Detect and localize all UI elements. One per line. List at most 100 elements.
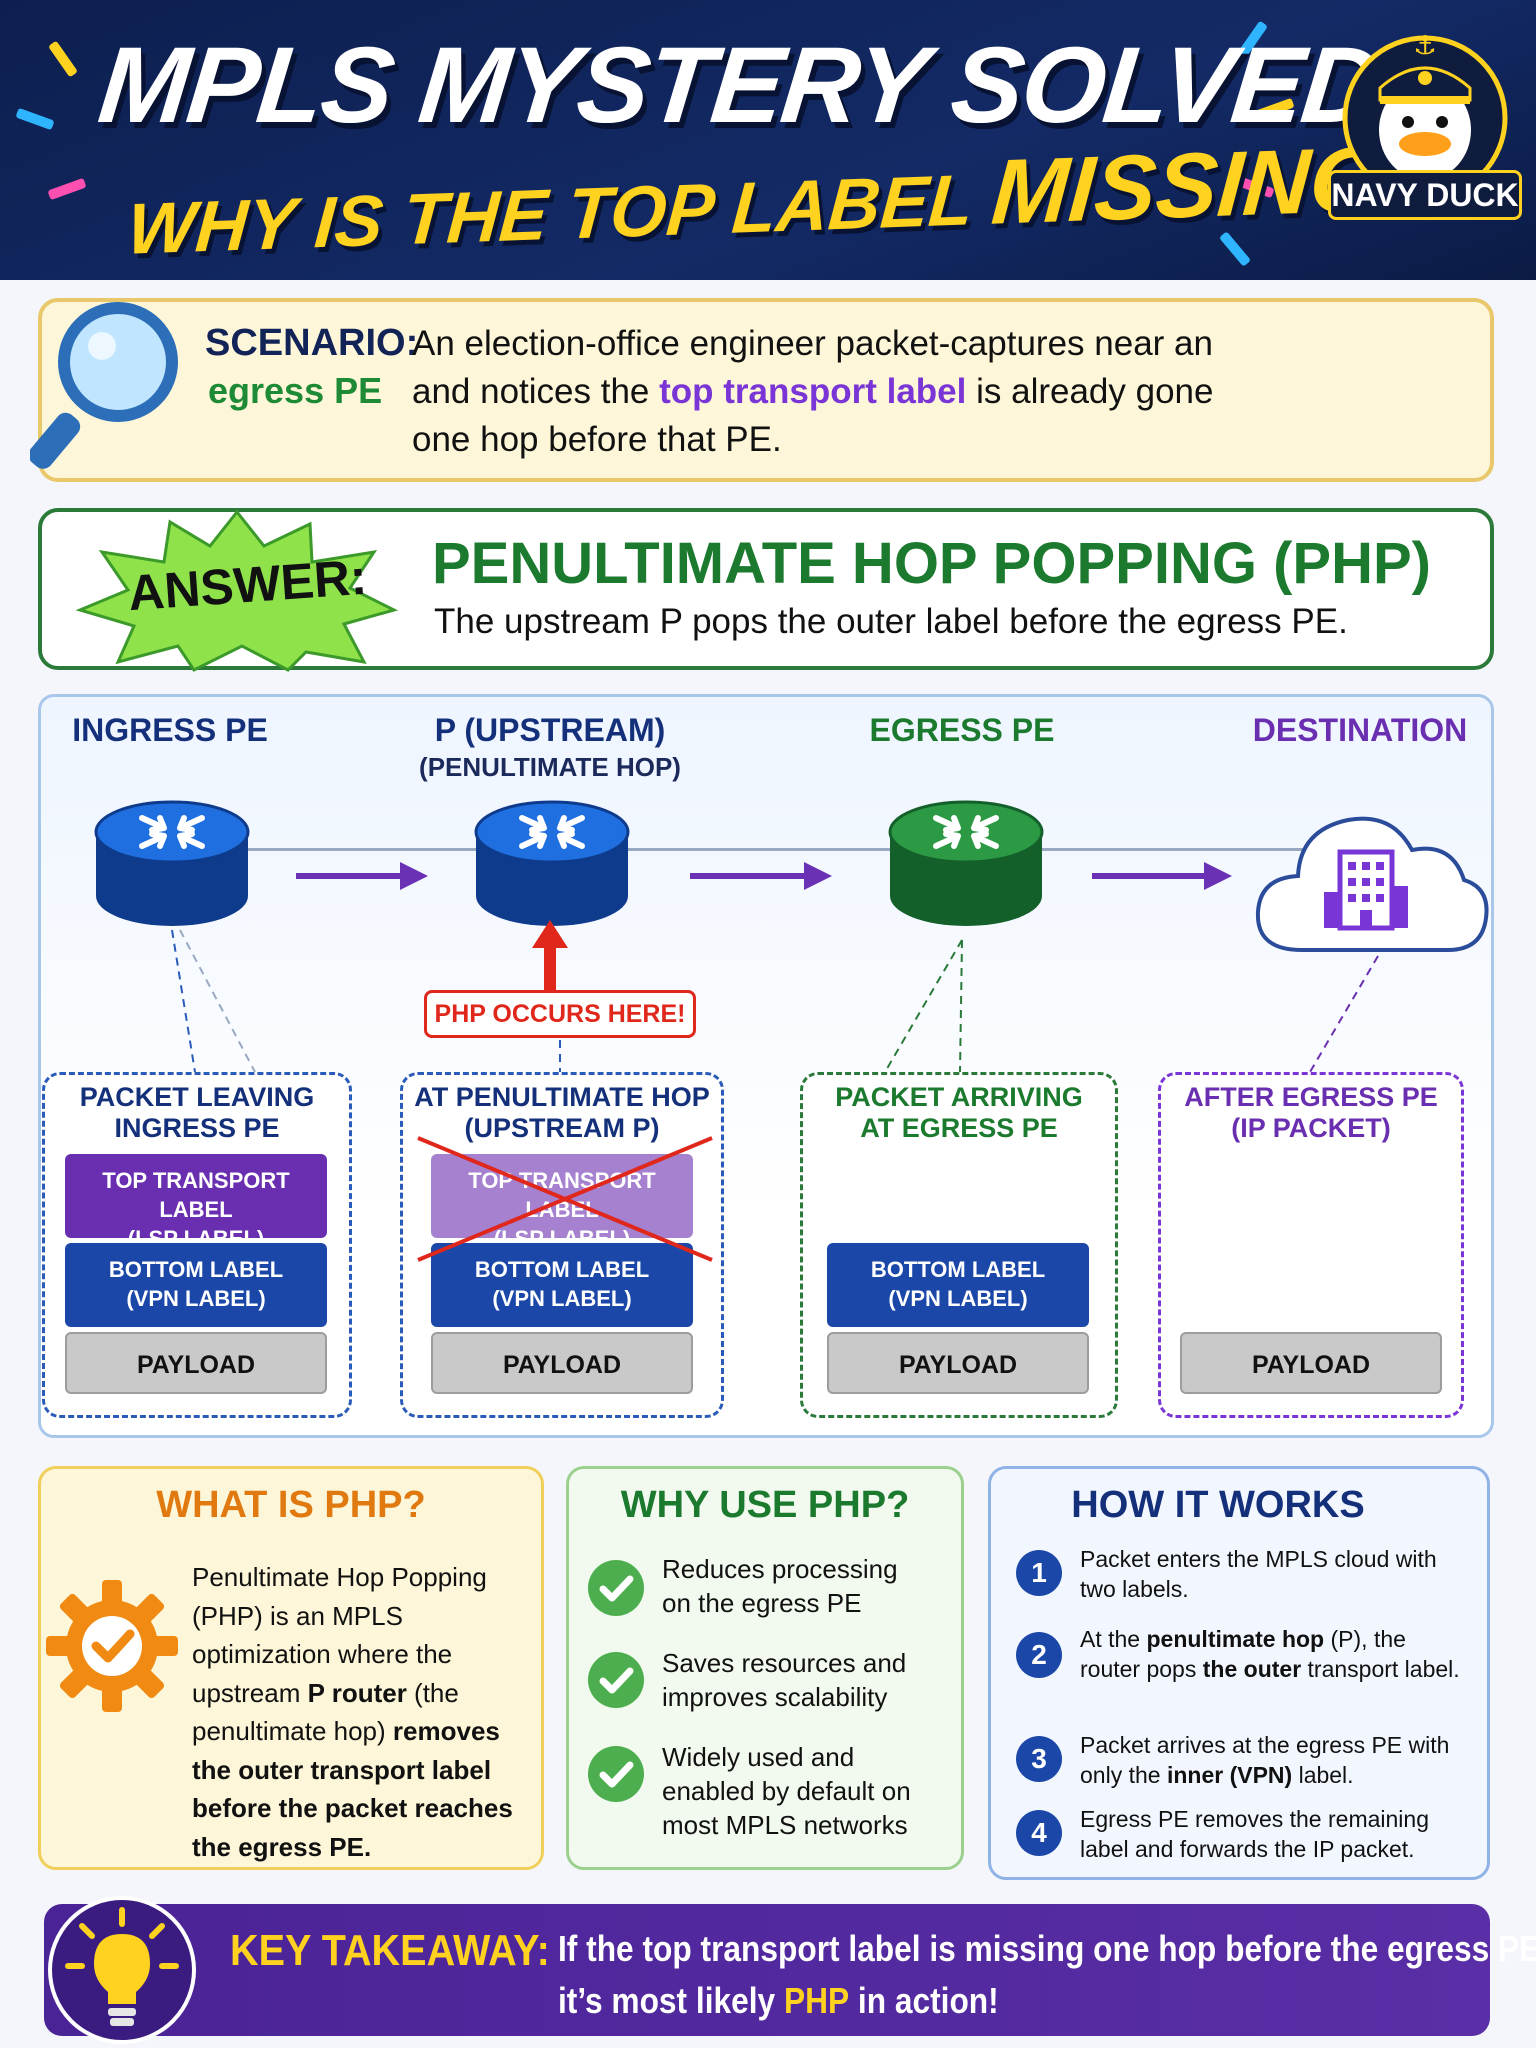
lightbulb-icon bbox=[65, 1907, 179, 2026]
step-text: At the bbox=[1080, 1626, 1147, 1652]
top-transport-label: TOP TRANSPORT LABEL(LSP LABEL) bbox=[65, 1154, 327, 1251]
bottom-vpn-label: BOTTOM LABEL(VPN LABEL) bbox=[827, 1243, 1089, 1327]
what-text-bold: removes the outer transport label before… bbox=[192, 1716, 513, 1862]
step-number: 4 bbox=[1016, 1810, 1062, 1856]
why-item: Reduces processing on the egress PE bbox=[662, 1554, 898, 1618]
takeaway-line-1: If the top transport label is missing on… bbox=[558, 1928, 1536, 1969]
payload-block: PAYLOAD bbox=[65, 1332, 327, 1394]
step-text-bold: the outer bbox=[1202, 1656, 1302, 1682]
packet-title-line: AT EGRESS PE bbox=[860, 1113, 1058, 1143]
how-step-2: At the penultimate hop (P), the router p… bbox=[1080, 1624, 1460, 1684]
label-text: BOTTOM LABEL bbox=[870, 1257, 1046, 1282]
scenario-line-3: one hop before that PE. bbox=[412, 420, 782, 459]
gear-check-icon bbox=[46, 1580, 178, 1712]
key-takeaway-banner bbox=[44, 1904, 1490, 2036]
what-text-part: Penultimate Hop Popping (PHP) is an MPLS… bbox=[192, 1562, 487, 1708]
logo-text: NAVY DUCK bbox=[1328, 170, 1522, 220]
node-title-p: P (UPSTREAM) bbox=[434, 712, 666, 748]
how-step-3: Packet arrives at the egress PE with onl… bbox=[1080, 1730, 1460, 1790]
how-step-4: Egress PE removes the remaining label an… bbox=[1080, 1806, 1429, 1862]
step-text-bold: inner (VPN) bbox=[1166, 1762, 1293, 1788]
takeaway-php: PHP bbox=[783, 1980, 850, 2021]
label-text: BOTTOM LABEL bbox=[108, 1257, 284, 1282]
takeaway-line-2: it’s most likely PHP in action! bbox=[558, 1980, 999, 2022]
payload-block: PAYLOAD bbox=[1180, 1332, 1442, 1394]
node-subtitle-p: (PENULTIMATE HOP) bbox=[419, 752, 681, 782]
takeaway-label: KEY TAKEAWAY: bbox=[230, 1926, 550, 1975]
what-is-php-text: Penultimate Hop Popping (PHP) is an MPLS… bbox=[192, 1558, 532, 1866]
scenario-text: and notices the bbox=[412, 372, 660, 411]
step-text-bold: penultimate hop bbox=[1146, 1626, 1325, 1652]
what-text-bold: P router bbox=[307, 1677, 407, 1708]
svg-text:⚓: ⚓ bbox=[1413, 30, 1436, 60]
label-text: (VPN LABEL) bbox=[492, 1286, 632, 1311]
node-title-egress: EGRESS PE bbox=[869, 712, 1055, 748]
why-use-php-title: WHY USE PHP? bbox=[620, 1484, 910, 1526]
flow-arrow bbox=[296, 873, 404, 879]
cross-out-icon bbox=[417, 1136, 713, 1262]
step-number: 1 bbox=[1016, 1550, 1062, 1596]
duck-captain-icon: ⚓ bbox=[1342, 30, 1508, 201]
why-item: Saves resources and improves scalability bbox=[662, 1648, 907, 1712]
header-banner bbox=[0, 0, 1536, 280]
packet-title-line: (UPSTREAM P) bbox=[464, 1113, 660, 1143]
node-title-destination: DESTINATION bbox=[1252, 712, 1468, 748]
how-step-1: Packet enters the MPLS cloud with two la… bbox=[1080, 1546, 1437, 1602]
router-icon-egress bbox=[888, 800, 1044, 926]
packet-title-line: INGRESS PE bbox=[114, 1113, 280, 1143]
packet-title-line: AFTER EGRESS PE bbox=[1184, 1082, 1438, 1112]
answer-description: The upstream P pops the outer label befo… bbox=[434, 602, 1348, 641]
packet-title-after-egress: AFTER EGRESS PE(IP PACKET) bbox=[1158, 1082, 1464, 1144]
step-text: label. bbox=[1292, 1762, 1354, 1788]
packet-title-line: AT PENULTIMATE HOP bbox=[414, 1082, 710, 1112]
what-is-php-title: WHAT IS PHP? bbox=[156, 1484, 426, 1526]
why-item: Widely used and enabled by default on mo… bbox=[662, 1742, 911, 1840]
step-number: 3 bbox=[1016, 1736, 1062, 1782]
link-line bbox=[170, 848, 1330, 851]
label-text: BOTTOM LABEL bbox=[474, 1257, 650, 1282]
starburst-icon bbox=[75, 509, 399, 672]
takeaway-text: in action! bbox=[849, 1980, 999, 2021]
payload-block: PAYLOAD bbox=[827, 1332, 1089, 1394]
php-occurs-callout: PHP OCCURS HERE! bbox=[424, 990, 696, 1038]
router-icon-p bbox=[474, 800, 630, 926]
scenario-label: SCENARIO: bbox=[205, 322, 419, 364]
node-title-ingress: INGRESS PE bbox=[72, 712, 268, 748]
scenario-line-2: and notices the top transport label is a… bbox=[412, 372, 1213, 412]
scenario-line-1: An election-office engineer packet-captu… bbox=[412, 324, 1213, 363]
label-text: TOP TRANSPORT LABEL bbox=[102, 1168, 290, 1222]
packet-title-line: (IP PACKET) bbox=[1231, 1113, 1391, 1143]
flow-arrow-head bbox=[1204, 862, 1232, 890]
scenario-egress-label: egress PE bbox=[208, 370, 383, 411]
bottom-vpn-label: BOTTOM LABEL (VPN LABEL) bbox=[65, 1243, 327, 1327]
packet-title-penultimate: AT PENULTIMATE HOP(UPSTREAM P) bbox=[400, 1082, 724, 1144]
php-pointer-arrow bbox=[532, 920, 568, 992]
label-text: (VPN LABEL) bbox=[126, 1286, 266, 1311]
cloud-building-icon bbox=[1255, 816, 1489, 952]
scenario-highlight: top transport label bbox=[659, 372, 967, 411]
flow-arrow-head bbox=[804, 862, 832, 890]
page-title: MPLS MYSTERY SOLVED! bbox=[93, 24, 1419, 145]
check-icon bbox=[588, 1560, 644, 1616]
flow-arrow-head bbox=[400, 862, 428, 890]
what-text-part: (the penultimate hop) bbox=[192, 1677, 459, 1747]
payload-block: PAYLOAD bbox=[431, 1332, 693, 1394]
how-it-works-card bbox=[988, 1466, 1490, 1880]
packet-title-line: PACKET ARRIVING bbox=[835, 1082, 1083, 1112]
step-text: (P), the router pops bbox=[1080, 1626, 1406, 1682]
scenario-text: is already gone bbox=[966, 372, 1214, 411]
answer-title: PENULTIMATE HOP POPPING (PHP) bbox=[432, 531, 1431, 596]
bottom-vpn-label: BOTTOM LABEL (VPN LABEL) bbox=[431, 1243, 693, 1327]
how-it-works-title: HOW IT WORKS bbox=[1071, 1484, 1365, 1526]
check-icon bbox=[588, 1652, 644, 1708]
flow-arrow bbox=[690, 873, 808, 879]
check-icon bbox=[588, 1746, 644, 1802]
step-text: Packet arrives at the egress PE with onl… bbox=[1080, 1732, 1450, 1788]
step-number: 2 bbox=[1016, 1632, 1062, 1678]
magnifier-icon bbox=[30, 302, 178, 469]
router-icon-ingress bbox=[94, 800, 250, 926]
flow-arrow bbox=[1092, 873, 1208, 879]
scenario-panel bbox=[38, 298, 1494, 482]
